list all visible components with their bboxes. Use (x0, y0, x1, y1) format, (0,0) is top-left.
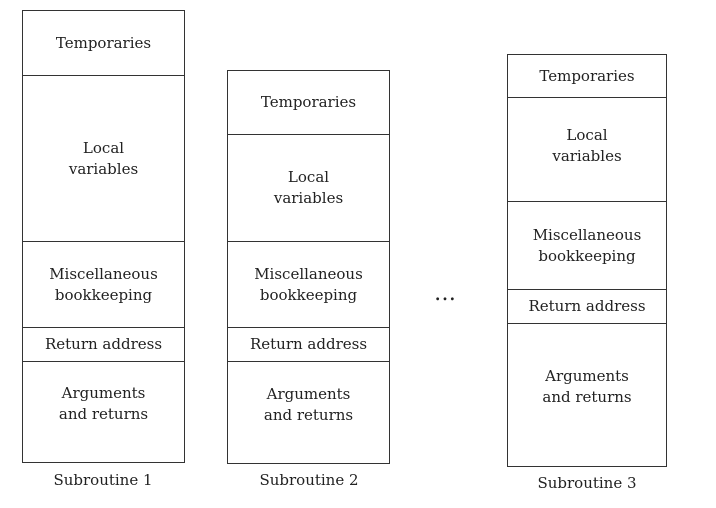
cell-temporaries: Temporaries (23, 11, 184, 75)
cell-label: Return address (44, 335, 163, 353)
cell-temporaries: Temporaries (228, 71, 389, 134)
cell-label: Arguments and returns (263, 384, 354, 424)
cell-label: Temporaries (55, 33, 152, 52)
cell-local-variables: Local variables (23, 75, 184, 241)
cell-local-variables: Local variables (228, 134, 389, 241)
cell-misc-bookkeeping: Miscellaneous bookkeeping (228, 241, 389, 327)
cell-label: Temporaries (539, 66, 635, 85)
cell-label: Return address (249, 335, 368, 353)
cell-misc-bookkeeping: Miscellaneous bookkeeping (23, 241, 184, 327)
cell-label: Miscellaneous bookkeeping (49, 264, 158, 304)
cell-arguments-returns: Arguments and returns (508, 323, 666, 468)
caption-subroutine-3: Subroutine 3 (537, 474, 637, 492)
cell-arguments-returns: Arguments and returns (228, 361, 389, 465)
cell-label: Return address (528, 297, 646, 315)
cell-label: Miscellaneous bookkeeping (532, 225, 642, 265)
cell-label: Arguments and returns (542, 367, 632, 406)
stack-frame-subroutine-1: Temporaries Local variables Miscellaneou… (22, 10, 185, 463)
cell-label: Local variables (273, 168, 344, 207)
caption-subroutine-1: Subroutine 1 (53, 471, 153, 489)
cell-label: Local variables (68, 138, 139, 178)
cell-arguments-returns: Arguments and returns (23, 361, 184, 464)
cell-return-address: Return address (228, 327, 389, 361)
cell-label: Local variables (552, 125, 622, 165)
ellipsis-more-stacks: … (434, 281, 459, 306)
stack-frame-subroutine-3: Temporaries Local variables Miscellaneou… (507, 54, 667, 467)
stack-frame-subroutine-2: Temporaries Local variables Miscellaneou… (227, 70, 390, 464)
cell-label: Miscellaneous bookkeeping (254, 264, 363, 304)
cell-temporaries: Temporaries (508, 55, 666, 97)
cell-return-address: Return address (23, 327, 184, 361)
caption-subroutine-2: Subroutine 2 (259, 471, 359, 489)
cell-label: Arguments and returns (58, 384, 149, 423)
cell-label: Temporaries (260, 93, 357, 111)
cell-misc-bookkeeping: Miscellaneous bookkeeping (508, 201, 666, 289)
cell-local-variables: Local variables (508, 97, 666, 201)
cell-return-address: Return address (508, 289, 666, 323)
